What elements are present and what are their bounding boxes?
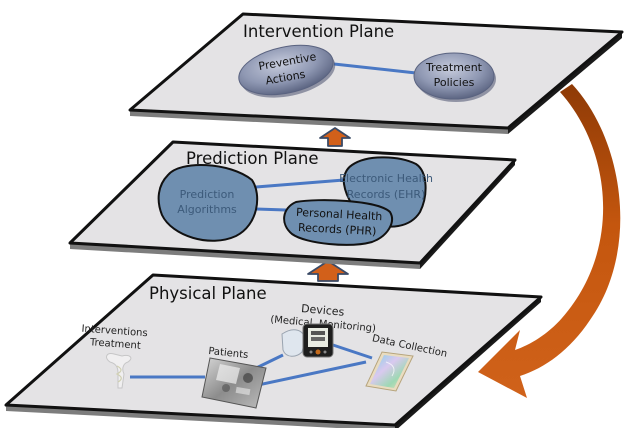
node-prediction-algorithms: Prediction Algorithms — [157, 164, 259, 242]
treatment-policies-line2: Policies — [434, 76, 475, 89]
patients-label: Patients — [208, 346, 249, 361]
ehr-line2: Records (EHR) — [347, 188, 426, 201]
feedback-curved-arrow — [478, 84, 621, 398]
prediction-algorithms-shape — [157, 164, 259, 242]
up-arrow-prediction-to-intervention — [319, 127, 351, 147]
prediction-plane-title: Prediction Plane — [186, 149, 318, 168]
node-preventive-actions: Preventive Actions — [238, 44, 336, 98]
node-interventions-treatment: Interventions Treatment — [80, 324, 151, 389]
intervention-plane-title: Intervention Plane — [243, 22, 394, 41]
prediction-algorithms-line1: Prediction — [180, 188, 235, 201]
curved-arrow-body — [478, 84, 621, 398]
devices-label-line1: Devices — [301, 302, 346, 319]
interventions-label-line1: Interventions — [81, 324, 148, 340]
intervention-plane-surface — [128, 12, 624, 130]
treatment-policies-line1: Treatment — [425, 61, 483, 74]
treatment-policies-shape — [413, 52, 495, 100]
physical-plane: Physical Plane Interventions Treatment P… — [4, 273, 543, 428]
patients-photo — [201, 357, 267, 409]
svg-text:Interventions Treatmen: Interventions Treatment — [80, 324, 151, 353]
smartphone-icon — [365, 351, 414, 392]
physical-plane-title: Physical Plane — [149, 284, 267, 303]
up-arrow-physical-to-prediction — [307, 260, 349, 282]
interventions-label-line2: Treatment — [89, 337, 142, 352]
node-phr: Personal Health Records (PHR) — [283, 199, 393, 246]
link-preventive-treatment — [333, 62, 417, 75]
link-algorithms-ehr — [255, 178, 345, 189]
blood-pressure-monitor-icon — [281, 323, 334, 358]
prediction-plane: Prediction Plane Prediction Algorithms E… — [68, 140, 517, 269]
ehr-line1: Electronic Health — [339, 172, 433, 185]
link-devices-datacollection — [329, 342, 373, 360]
phr-line1: Personal Health — [296, 206, 383, 224]
phr-line2: Records (PHR) — [298, 221, 377, 238]
link-patients-datacollection — [243, 360, 367, 390]
link-algorithms-phr — [255, 207, 287, 212]
prediction-algorithms-line2: Algorithms — [177, 203, 237, 216]
node-treatment-policies: Treatment Policies — [413, 52, 496, 102]
intervention-plane: Intervention Plane Preventive Actions Tr… — [128, 12, 624, 134]
phr-shape — [283, 199, 393, 246]
node-patients: Patients — [201, 346, 267, 409]
physical-plane-surface — [4, 273, 543, 427]
preventive-actions-shape — [238, 44, 334, 96]
caduceus-icon — [106, 353, 132, 389]
